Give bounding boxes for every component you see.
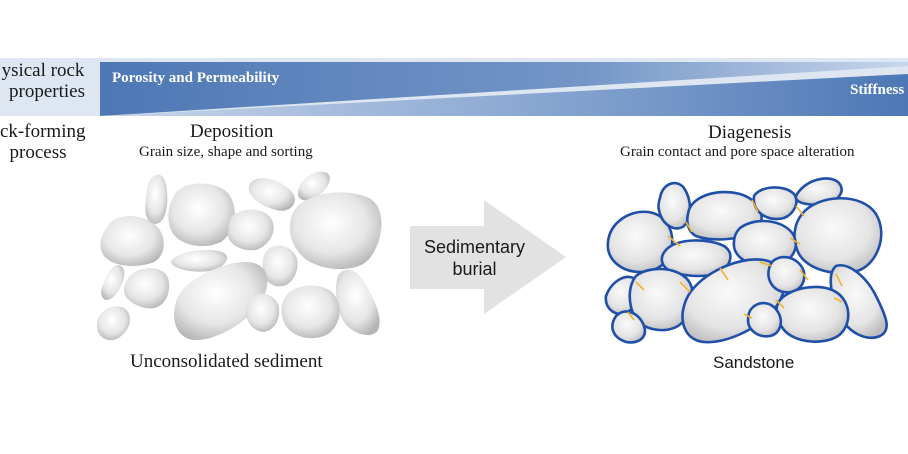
stiffness-ribbon [100, 74, 908, 116]
rock-forming-process-label: ock-forming process [0, 121, 88, 163]
sandstone-caption: Sandstone [713, 353, 795, 372]
band-label-line1: ysical rock [1, 60, 85, 81]
process-line1: ock-forming [0, 121, 86, 142]
arrow-line1: Sedimentary [423, 237, 526, 257]
stiffness-label: Stiffness [850, 82, 905, 98]
diagenesis-subtitle: Grain contact and pore space alteration [620, 144, 855, 160]
burial-arrow [410, 200, 566, 314]
deposition-title: Deposition [190, 121, 274, 142]
unconsolidated-grains [96, 171, 382, 341]
sandstone-grains [604, 177, 888, 344]
physical-properties-label: ysical rock properties [0, 60, 100, 102]
band-label-line2: properties [9, 81, 85, 102]
unconsolidated-caption: Unconsolidated sediment [130, 351, 323, 372]
process-line2: process [9, 142, 67, 163]
porosity-ribbon [100, 62, 908, 116]
arrow-line2: burial [452, 259, 497, 279]
grain-contacts [627, 199, 843, 321]
burial-arrow-label: Sedimentary burial [412, 236, 537, 280]
deposition-subtitle: Grain size, shape and sorting [139, 144, 313, 160]
porosity-label: Porosity and Permeability [112, 70, 280, 86]
diagenesis-title: Diagenesis [708, 122, 792, 143]
